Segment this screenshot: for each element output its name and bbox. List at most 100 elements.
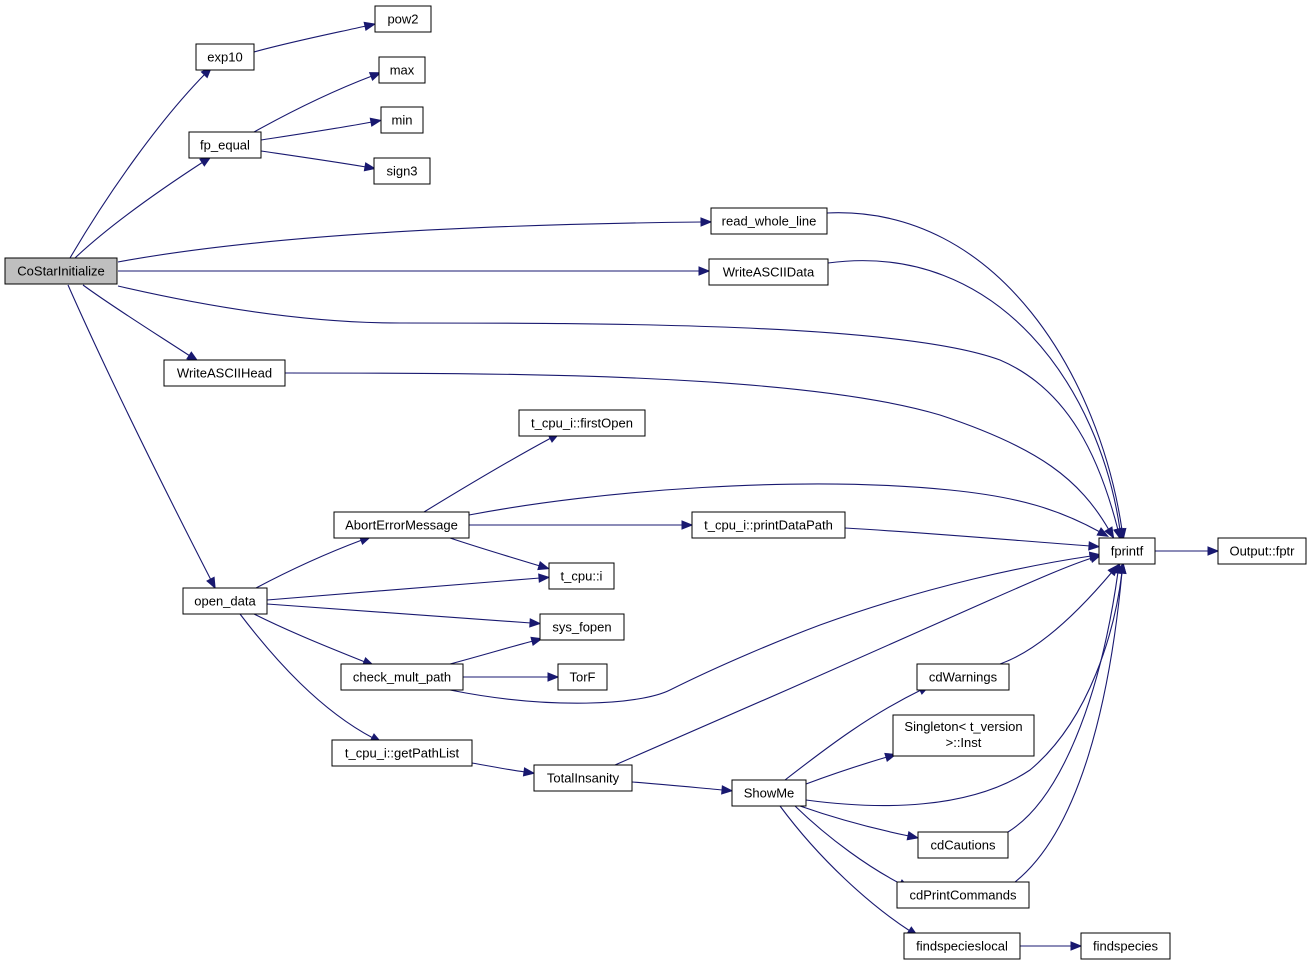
- node-box-sign3: [373, 157, 431, 185]
- node-label-totalinsanity: TotalInsanity: [547, 771, 620, 786]
- node-box-writeasciihead: [163, 359, 286, 387]
- node-label-sign3: sign3: [386, 164, 417, 179]
- node-label-torf: TorF: [570, 670, 596, 685]
- edge-showme-to-findspecieslocal: [779, 805, 911, 932]
- edge-arrowhead-fprintf-to-outputfptr: [1207, 546, 1220, 556]
- edge-arrowhead-aborterror-to-printdatapath: [681, 520, 694, 530]
- node-costar[interactable]: CoStarInitialize: [4, 257, 118, 285]
- node-box-firstopen: [518, 409, 646, 437]
- node-getpathlist[interactable]: t_cpu_i::getPathList: [331, 739, 473, 767]
- node-pow2[interactable]: pow2: [374, 5, 432, 33]
- node-fprintf[interactable]: fprintf: [1098, 537, 1156, 565]
- edge-showme-to-fprintf: [805, 571, 1123, 807]
- node-checkmultpath[interactable]: check_mult_path: [340, 663, 464, 691]
- node-label-sysfopen: sys_fopen: [552, 620, 611, 635]
- edge-showme-to-cdprintcommands: [794, 805, 902, 885]
- node-cdprintcommands[interactable]: cdPrintCommands: [896, 881, 1030, 909]
- node-box-findspecieslocal: [903, 932, 1021, 960]
- node-showme[interactable]: ShowMe: [731, 779, 807, 807]
- edge-arrowhead-printdatapath-to-fprintf: [1088, 541, 1101, 551]
- node-label-findspecies: findspecies: [1093, 939, 1159, 954]
- node-box-fprintf: [1098, 537, 1156, 565]
- node-totalinsanity[interactable]: TotalInsanity: [533, 764, 633, 792]
- node-max[interactable]: max: [378, 56, 426, 84]
- node-fp_equal[interactable]: fp_equal: [188, 131, 262, 159]
- node-label-showme: ShowMe: [744, 786, 795, 801]
- node-torf[interactable]: TorF: [557, 663, 608, 691]
- node-box-read_whole_line: [710, 207, 828, 235]
- edge-arrowhead-checkmultpath-to-torf: [547, 672, 560, 682]
- node-box-cdcautions: [917, 831, 1009, 859]
- edge-aborterror-to-fprintf: [468, 483, 1101, 533]
- edge-arrowhead-aborterror-to-tcpui: [537, 561, 550, 571]
- node-label-writeasciihead: WriteASCIIHead: [177, 366, 272, 381]
- edge-read_whole_line-to-fprintf: [826, 212, 1123, 531]
- node-label-costar: CoStarInitialize: [17, 264, 104, 279]
- node-label-read_whole_line: read_whole_line: [722, 214, 817, 229]
- node-cdwarnings[interactable]: cdWarnings: [916, 663, 1010, 691]
- edge-arrowhead-checkmultpath-to-sysfopen: [530, 636, 544, 646]
- node-box-findspecies: [1080, 932, 1171, 960]
- edge-arrowhead-totalinsanity-to-fprintf: [1089, 553, 1102, 563]
- node-firstopen[interactable]: t_cpu_i::firstOpen: [518, 409, 646, 437]
- edge-arrowhead-aborterror-to-fprintf: [1096, 527, 1110, 537]
- node-box-torf: [557, 663, 608, 691]
- edge-arrowhead-showme-to-cdcautions: [906, 831, 920, 841]
- edge-arrowhead-costar-to-opendata: [206, 576, 216, 590]
- node-label-cdwarnings: cdWarnings: [929, 670, 998, 685]
- node-box-outputfptr: [1217, 537, 1307, 565]
- call-graph-edges: [67, 21, 1220, 951]
- edge-aborterror-to-tcpui: [449, 537, 541, 567]
- edge-showme-to-singleton: [805, 756, 888, 785]
- node-box-writeasciidata: [708, 258, 829, 286]
- edge-costar-to-fprintf: [117, 285, 1119, 531]
- edge-totalinsanity-to-showme: [631, 781, 724, 791]
- node-label-findspecieslocal: findspecieslocal: [916, 939, 1008, 954]
- node-sysfopen[interactable]: sys_fopen: [539, 613, 625, 641]
- edge-arrowhead-fp_equal-to-min: [369, 117, 383, 127]
- edge-fp_equal-to-min: [260, 121, 373, 141]
- node-printdatapath[interactable]: t_cpu_i::printDataPath: [691, 511, 846, 539]
- edge-arrowhead-cdprintcommands-to-fprintf: [1117, 561, 1127, 574]
- edge-cdprintcommands-to-fprintf: [1014, 571, 1123, 883]
- edge-arrowhead-costar-to-writeasciidata: [698, 266, 711, 276]
- node-label-cdprintcommands: cdPrintCommands: [910, 888, 1017, 903]
- node-findspecieslocal[interactable]: findspecieslocal: [903, 932, 1021, 960]
- node-outputfptr[interactable]: Output::fptr: [1217, 537, 1307, 565]
- node-label-opendata: open_data: [194, 594, 256, 609]
- node-exp10[interactable]: exp10: [195, 43, 255, 71]
- node-singleton[interactable]: Singleton< t_version>::Inst: [892, 714, 1035, 757]
- node-tcpui[interactable]: t_cpu::i: [548, 562, 615, 590]
- edge-printdatapath-to-fprintf: [844, 527, 1091, 547]
- node-box-getpathlist: [331, 739, 473, 767]
- edge-costar-to-fp_equal: [74, 161, 204, 259]
- node-cdcautions[interactable]: cdCautions: [917, 831, 1009, 859]
- edge-costar-to-exp10: [69, 73, 206, 259]
- node-writeasciihead[interactable]: WriteASCIIHead: [163, 359, 286, 387]
- edge-fp_equal-to-sign3: [260, 150, 367, 168]
- node-label-writeasciidata: WriteASCIIData: [723, 265, 815, 280]
- node-writeasciidata[interactable]: WriteASCIIData: [708, 258, 829, 286]
- node-aborterror[interactable]: AbortErrorMessage: [333, 511, 470, 539]
- node-label-fprintf: fprintf: [1111, 544, 1144, 559]
- node-box-tcpui: [548, 562, 615, 590]
- node-read_whole_line[interactable]: read_whole_line: [710, 207, 828, 235]
- edge-arrowhead-costar-to-read_whole_line: [700, 217, 713, 227]
- edge-arrowhead-fp_equal-to-max: [368, 72, 382, 81]
- node-opendata[interactable]: open_data: [182, 587, 268, 615]
- node-sign3[interactable]: sign3: [373, 157, 431, 185]
- edge-opendata-to-getpathlist: [239, 613, 374, 739]
- edge-arrowhead-totalinsanity-to-showme: [721, 785, 734, 795]
- node-label-max: max: [390, 63, 415, 78]
- node-label-getpathlist: t_cpu_i::getPathList: [345, 746, 460, 761]
- node-box-cdwarnings: [916, 663, 1010, 691]
- node-min[interactable]: min: [380, 106, 424, 134]
- edge-costar-to-read_whole_line: [117, 221, 703, 263]
- edge-opendata-to-sysfopen: [266, 603, 532, 624]
- edge-arrowhead-writeasciihead-to-fprintf: [1104, 526, 1115, 539]
- node-label-pow2: pow2: [387, 12, 418, 27]
- node-findspecies[interactable]: findspecies: [1080, 932, 1171, 960]
- node-box-checkmultpath: [340, 663, 464, 691]
- edge-writeasciidata-to-fprintf: [827, 260, 1121, 531]
